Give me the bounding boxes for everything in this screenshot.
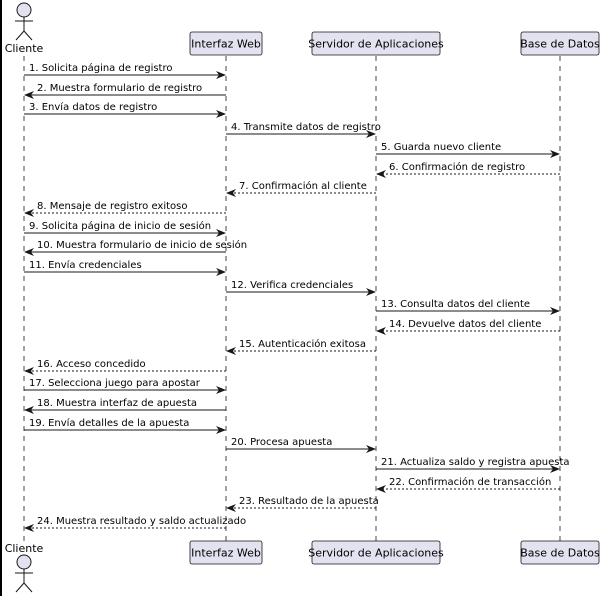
- message-label-7: 7. Confirmación al cliente: [239, 180, 367, 192]
- participant-label-top-web: Interfaz Web: [191, 38, 261, 51]
- actor-bottom-leg-left: [15, 582, 25, 593]
- message-label-18: 18. Muestra interfaz de apuesta: [37, 398, 197, 409]
- message-label-22: 22. Confirmación de transacción: [389, 476, 551, 488]
- message-label-11: 11. Envía credenciales: [29, 259, 142, 271]
- message-label-10: 10. Muestra formulario de inicio de sesi…: [37, 239, 247, 251]
- message-label-19: 19. Envía detalles de la apuesta: [29, 417, 189, 429]
- message-label-24: 24. Muestra resultado y saldo actualizad…: [37, 516, 246, 527]
- participant-label-bottom-servidor: Servidor de Aplicaciones: [308, 547, 444, 560]
- participant-label-top-servidor: Servidor de Aplicaciones: [308, 38, 444, 51]
- actor-bottom-leg-right: [23, 582, 33, 593]
- message-label-1: 1. Solicita página de registro: [29, 62, 172, 74]
- participant-label-bottom-bd: Base de Datos: [520, 547, 600, 560]
- message-label-4: 4. Transmite datos de registro: [231, 122, 381, 133]
- message-label-3: 3. Envía datos de registro: [29, 101, 157, 113]
- message-label-6: 6. Confirmación de registro: [389, 161, 525, 173]
- participant-box-bottom-bd: [520, 540, 600, 565]
- message-label-20: 20. Procesa apuesta: [231, 437, 332, 448]
- message-label-16: 16. Acceso concedido: [37, 359, 146, 370]
- message-label-5: 5. Guarda nuevo cliente: [381, 142, 501, 153]
- participant-box-top-servidor: [311, 31, 441, 56]
- actor-top-leg-right: [23, 30, 33, 41]
- message-label-12: 12. Verifica credenciales: [231, 280, 353, 291]
- message-label-14: 14. Devuelve datos del cliente: [389, 319, 541, 330]
- participant-label-bottom-cliente: Cliente: [5, 542, 44, 555]
- actor-top-leg-left: [15, 30, 25, 41]
- message-label-15: 15. Autenticación exitosa: [239, 338, 366, 350]
- message-label-9: 9. Solicita página de inicio de sesión: [29, 220, 211, 232]
- actor-top-head: [16, 2, 32, 18]
- message-label-17: 17. Selecciona juego para apostar: [29, 378, 201, 389]
- message-label-21: 21. Actualiza saldo y registra apuesta: [381, 457, 570, 468]
- actor-bottom-head: [16, 554, 32, 570]
- participant-label-bottom-web: Interfaz Web: [191, 547, 261, 560]
- participant-label-top-cliente: Cliente: [5, 42, 44, 55]
- left-edge-bar: [0, 0, 2, 596]
- message-label-13: 13. Consulta datos del cliente: [381, 299, 530, 310]
- participant-box-bottom-servidor: [311, 540, 441, 565]
- participant-box-top-web: [189, 31, 263, 56]
- message-label-8: 8. Mensaje de registro exitoso: [37, 201, 188, 212]
- participant-box-top-bd: [520, 31, 600, 56]
- message-label-2: 2. Muestra formulario de registro: [37, 83, 202, 94]
- participant-box-bottom-web: [189, 540, 263, 565]
- message-label-23: 23. Resultado de la apuesta: [239, 496, 379, 507]
- participant-label-top-bd: Base de Datos: [520, 38, 600, 51]
